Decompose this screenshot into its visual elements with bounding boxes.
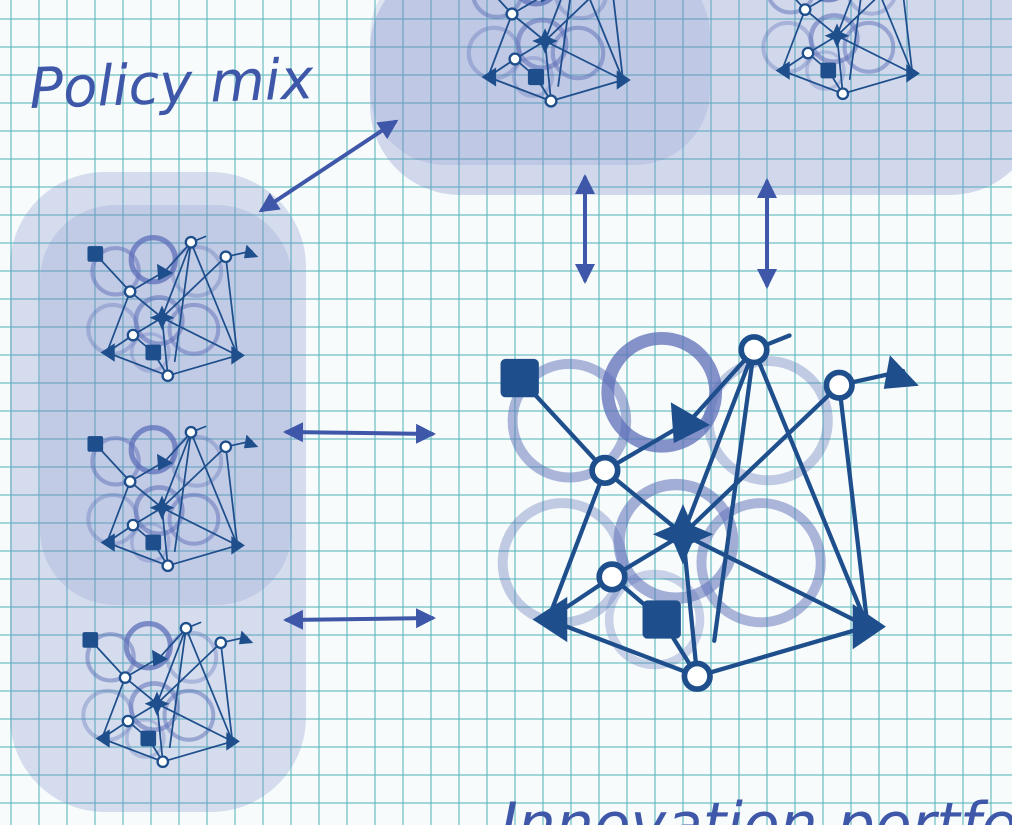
arrow-policy-diagonal bbox=[262, 122, 395, 210]
innovation-portfolios-label: Innovation portfolios bbox=[500, 790, 1012, 825]
arrow-horizontal-low bbox=[287, 618, 432, 620]
arrow-horizontal-mid bbox=[287, 432, 432, 434]
network-main bbox=[501, 336, 917, 690]
policy-mix-label: Policy mix bbox=[28, 47, 315, 122]
